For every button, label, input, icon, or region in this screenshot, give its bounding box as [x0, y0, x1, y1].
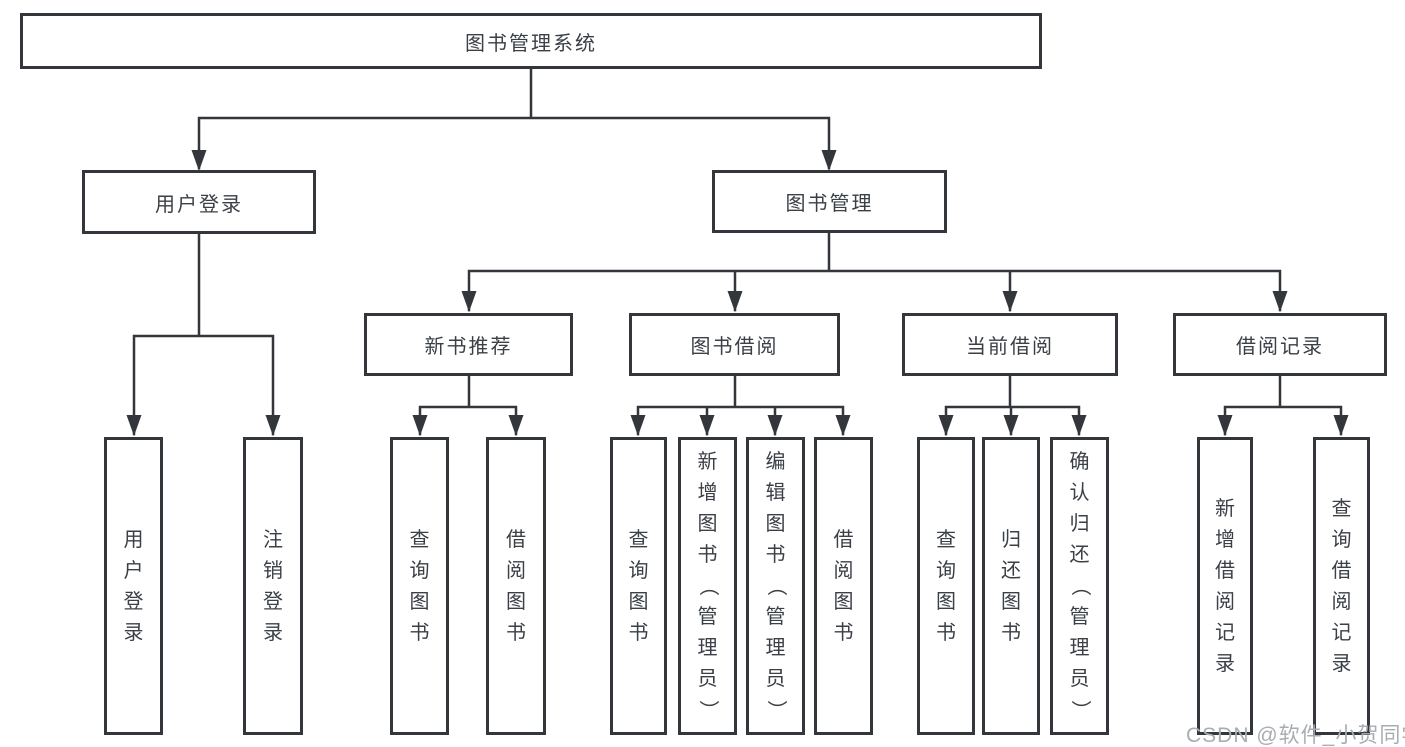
leaf-label: 用户登录 — [123, 528, 144, 644]
leaf-label: 归还图书 — [1001, 528, 1021, 644]
leaf-query-borrow-record: 查询借阅记录 — [1313, 437, 1370, 735]
leaf-query-books-recommend: 查询图书 — [390, 437, 449, 735]
leaf-label: 查询图书 — [409, 528, 430, 644]
node-book-management: 图书管理 — [712, 170, 947, 233]
leaf-query-books-borrowing: 查询图书 — [610, 437, 667, 735]
node-label: 用户登录 — [155, 193, 243, 216]
leaf-label: 新增借阅记录 — [1215, 497, 1235, 675]
leaf-borrow-books-borrowing: 借阅图书 — [814, 437, 873, 735]
leaf-label: 编辑图书（管理员） — [764, 451, 787, 720]
connector-book-management — [467, 231, 1282, 312]
connector-borrow-records — [1223, 374, 1343, 436]
leaf-add-book-admin: 新增图书（管理员） — [678, 437, 737, 735]
leaf-add-borrow-record: 新增借阅记录 — [1197, 437, 1253, 735]
connector-book-borrowing — [636, 374, 845, 436]
leaf-label: 新增图书（管理员） — [696, 451, 719, 720]
leaf-return-books: 归还图书 — [982, 437, 1040, 735]
connector-user-login — [132, 232, 275, 436]
node-book-borrowing: 图书借阅 — [629, 313, 840, 376]
leaf-label: 查询图书 — [628, 528, 649, 644]
watermark: CSDN @软件_小贺同学 — [1186, 724, 1405, 747]
node-user-login: 用户登录 — [82, 170, 316, 234]
connector-new-book-recommend — [418, 374, 518, 436]
node-label: 图书管理系统 — [465, 32, 597, 55]
node-label: 借阅记录 — [1236, 336, 1324, 358]
leaf-borrow-books-recommend: 借阅图书 — [486, 437, 546, 735]
leaf-confirm-return-admin: 确认归还（管理员） — [1050, 437, 1109, 735]
node-label: 新书推荐 — [424, 336, 513, 358]
leaf-label: 确认归还（管理员） — [1068, 451, 1091, 720]
leaf-label: 查询借阅记录 — [1331, 497, 1352, 675]
leaf-query-books-current: 查询图书 — [917, 437, 975, 735]
leaf-user-login: 用户登录 — [104, 437, 163, 735]
leaf-label: 注销登录 — [263, 528, 283, 644]
node-label: 图书管理 — [785, 193, 874, 215]
node-current-borrowing: 当前借阅 — [902, 313, 1118, 376]
node-new-book-recommend: 新书推荐 — [364, 313, 573, 376]
connector-current-borrowing — [944, 374, 1081, 436]
leaf-logout: 注销登录 — [243, 437, 303, 735]
node-library-management-system: 图书管理系统 — [20, 13, 1042, 69]
connector-root — [197, 66, 831, 170]
leaf-label: 借阅图书 — [506, 528, 526, 644]
leaf-label: 查询图书 — [936, 528, 956, 644]
node-label: 图书借阅 — [690, 336, 779, 358]
leaf-edit-book-admin: 编辑图书（管理员） — [746, 437, 805, 735]
leaf-label: 借阅图书 — [833, 528, 854, 644]
node-label: 当前借阅 — [966, 336, 1054, 358]
node-borrow-records: 借阅记录 — [1173, 313, 1387, 376]
